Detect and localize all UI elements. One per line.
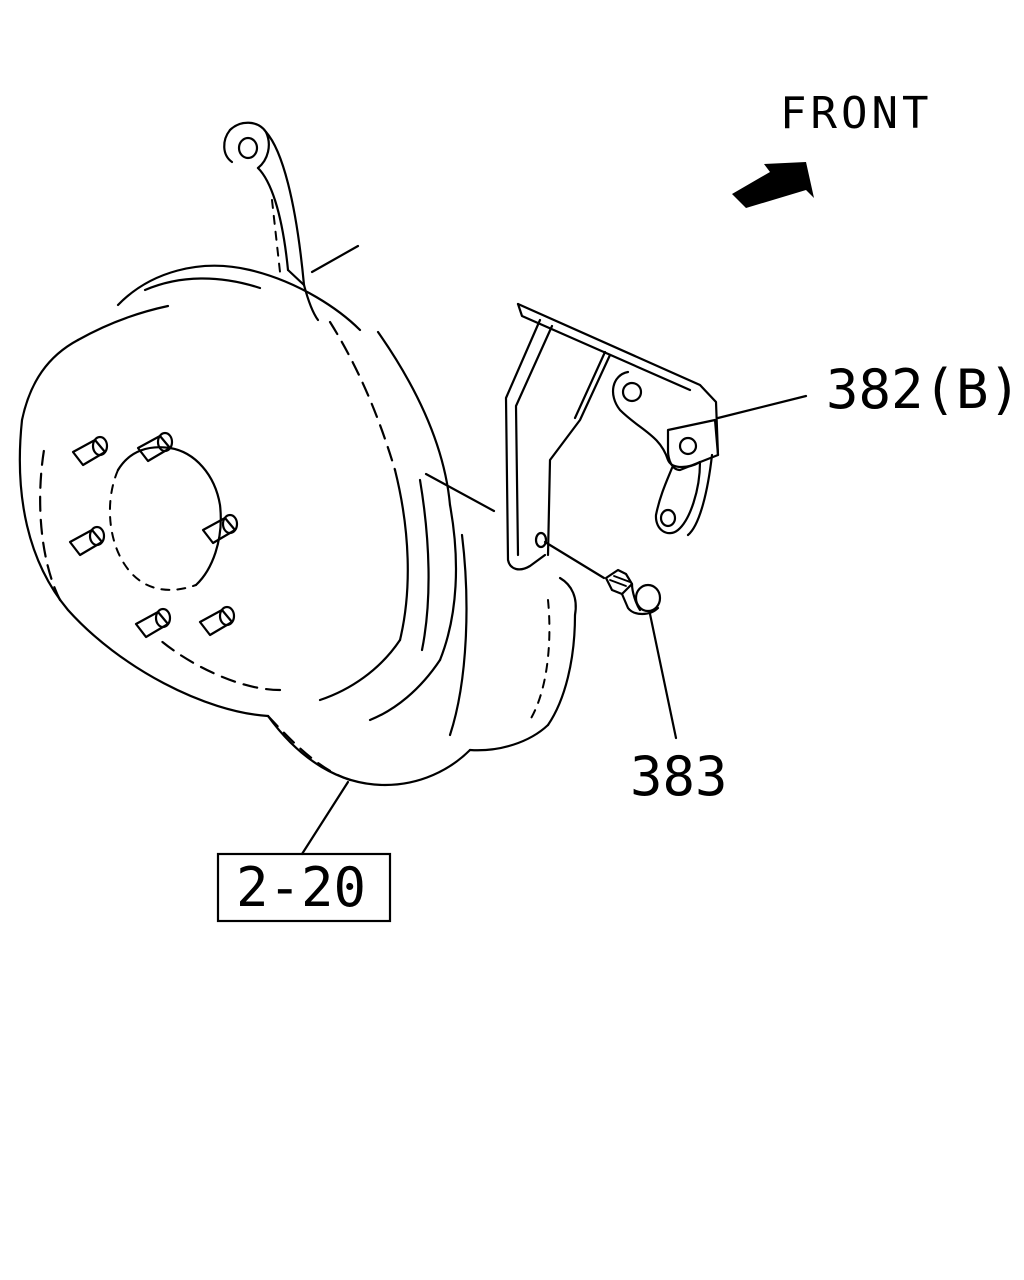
stud-icon <box>201 513 239 545</box>
bolt-383 <box>604 568 662 616</box>
stud-icon <box>198 605 236 637</box>
stud-icon <box>136 431 174 463</box>
leader-lines <box>300 394 808 856</box>
leader-housing-to-bracket <box>424 472 496 513</box>
stud-icon <box>134 607 172 639</box>
pulley-front-face <box>18 338 270 718</box>
stud-icon <box>71 435 109 467</box>
bracket-382b <box>504 302 720 571</box>
hub-ring <box>116 446 222 587</box>
pump-housing <box>18 264 577 787</box>
front-arrow-icon <box>732 162 814 208</box>
leader-383 <box>648 612 678 740</box>
front-label: FRONT <box>780 88 932 139</box>
label-2-20: 2-20 <box>236 856 366 919</box>
wheel-studs <box>68 431 239 639</box>
front-indicator: FRONT <box>732 88 932 208</box>
label-383: 383 <box>630 745 728 808</box>
leader-bracket-hole-to-bolt <box>543 540 606 580</box>
mounting-arm <box>223 121 360 322</box>
leader-2-20 <box>300 780 350 856</box>
label-382b: 382(B) <box>826 358 1021 421</box>
stud-icon <box>68 525 106 557</box>
reference-box: 2-20 <box>216 852 392 923</box>
leader-382b <box>716 394 808 420</box>
